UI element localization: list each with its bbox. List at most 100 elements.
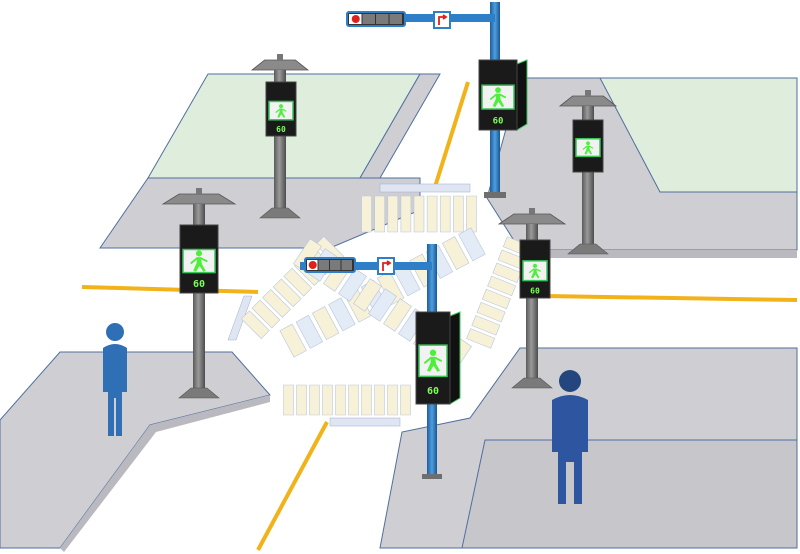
walking-person-icon [582, 141, 594, 155]
yellow-line-far [432, 81, 470, 191]
crosswalk-stripe [279, 323, 307, 358]
walking-person-icon [529, 263, 541, 279]
walking-person-icon [489, 87, 507, 108]
sidewalk-top-left [99, 177, 421, 249]
crosswalk-stripe [492, 262, 522, 284]
gray-pole-far-left-base [259, 207, 301, 219]
arrow-signal-housing [377, 257, 395, 275]
crosswalk-stripe [262, 289, 291, 318]
walker-body [492, 93, 505, 108]
gray-pole-near-left-base [178, 387, 220, 399]
gray-pole-far-right-cap [558, 95, 618, 107]
crosswalk-stripe [251, 299, 281, 329]
crosswalk-stripe [400, 384, 411, 416]
crosswalk-stripe [353, 278, 382, 312]
gray-pole-near-right-base [511, 377, 553, 389]
walker-body [531, 268, 540, 279]
crosswalk-stripe [487, 275, 517, 297]
blue-pole-far-base [484, 192, 506, 198]
crosswalk-stripe [328, 297, 356, 332]
crosswalk-stripe [309, 384, 320, 416]
person-icon [106, 323, 124, 341]
gray-pole-near-left-finial [196, 188, 202, 195]
walker-body [277, 108, 286, 118]
walker-head [586, 141, 590, 146]
walker-head [279, 104, 283, 109]
vehicle-signal-cell [362, 14, 375, 24]
walker-arms [489, 93, 507, 100]
crosswalk-stripe [374, 195, 385, 233]
blue-pole-near-base [422, 474, 442, 479]
crosswalk-stripe [374, 384, 385, 416]
crosswalk-stripe [322, 384, 333, 416]
crosswalks [240, 195, 532, 416]
gray-pole-far-right-base [567, 243, 609, 255]
turn-right-arrow-icon [382, 260, 392, 271]
sidewalk-top-left-strip [359, 73, 441, 179]
vehicle-signal-cell [376, 14, 389, 24]
walker-arms [424, 356, 442, 364]
walker-arms [582, 145, 594, 150]
countdown-display: 60 [427, 386, 439, 397]
crosswalk-stripe [335, 384, 346, 416]
walking-person-icon [424, 349, 442, 372]
stop-line-near [329, 417, 401, 427]
yellow-line-near [256, 421, 329, 551]
gray-pole-far-left-finial [277, 54, 283, 61]
sidewalk-blocks [0, 73, 798, 552]
yellow-line-right [544, 294, 798, 302]
sidewalk-bottom-right-inner [461, 439, 798, 549]
grass-top-right [599, 77, 798, 193]
pedestrian-left [103, 323, 127, 436]
crosswalk-stripe [413, 195, 425, 233]
pedestrian-right [552, 370, 588, 504]
vehicle-signals [304, 11, 451, 275]
crosswalk-far [361, 195, 477, 233]
stop-line-far [379, 183, 471, 193]
blue-pole-near-arm [300, 262, 432, 270]
road-markings [81, 81, 798, 551]
red-light [308, 261, 317, 269]
pedestrian-left-body [103, 344, 127, 436]
signal-side-panel [449, 311, 461, 405]
crosswalk-stripe [471, 315, 501, 336]
walking-person-icon [275, 104, 287, 118]
gray-pole-near-left-cap [161, 193, 237, 205]
pedestrian-right-body [552, 395, 588, 504]
vehicle-signal-cell [341, 260, 352, 270]
vehicle-signal-middle [304, 257, 395, 275]
crosswalk-stripe [272, 278, 302, 308]
walker-arms [190, 257, 208, 264]
crosswalk-stripe [361, 195, 372, 233]
walker-arms [529, 268, 541, 274]
walker-body [427, 356, 440, 372]
countdown-display: 60 [530, 286, 540, 295]
turn-right-arrow-icon [438, 14, 448, 25]
walking-person-icon [190, 250, 208, 272]
crosswalk-stripe [361, 384, 372, 416]
crosswalk-stripe [296, 384, 307, 416]
gray-pole-near-right-cap [497, 213, 567, 225]
crosswalk-stripe [476, 301, 506, 323]
crosswalk-stripe [283, 384, 294, 416]
walker-arms [275, 108, 287, 113]
walker-head [495, 87, 501, 93]
walker-head [532, 263, 538, 268]
crosswalk-stripe [458, 227, 486, 262]
crosswalk-stripe [466, 195, 477, 233]
vehicle-signal-cell [318, 260, 329, 270]
walker-body [584, 145, 593, 155]
sidewalk-bottom-left-front [60, 395, 270, 552]
sidewalk-top-right-face [520, 250, 797, 258]
crosswalk-stripe [383, 298, 412, 332]
gray-pole-far-left-cap [250, 59, 310, 71]
crosswalk-stripe [240, 310, 270, 340]
pedestrian-signal-near-left: 60 [179, 224, 219, 294]
crosswalk-stripe [441, 236, 470, 271]
walker-head [429, 349, 437, 356]
pedestrian-signal-blue-pole-near: 60 [415, 311, 461, 405]
countdown-display: 60 [276, 125, 286, 134]
pedestrian-signal-far-left: 60 [265, 81, 297, 137]
crosswalk-stripe [387, 195, 399, 233]
